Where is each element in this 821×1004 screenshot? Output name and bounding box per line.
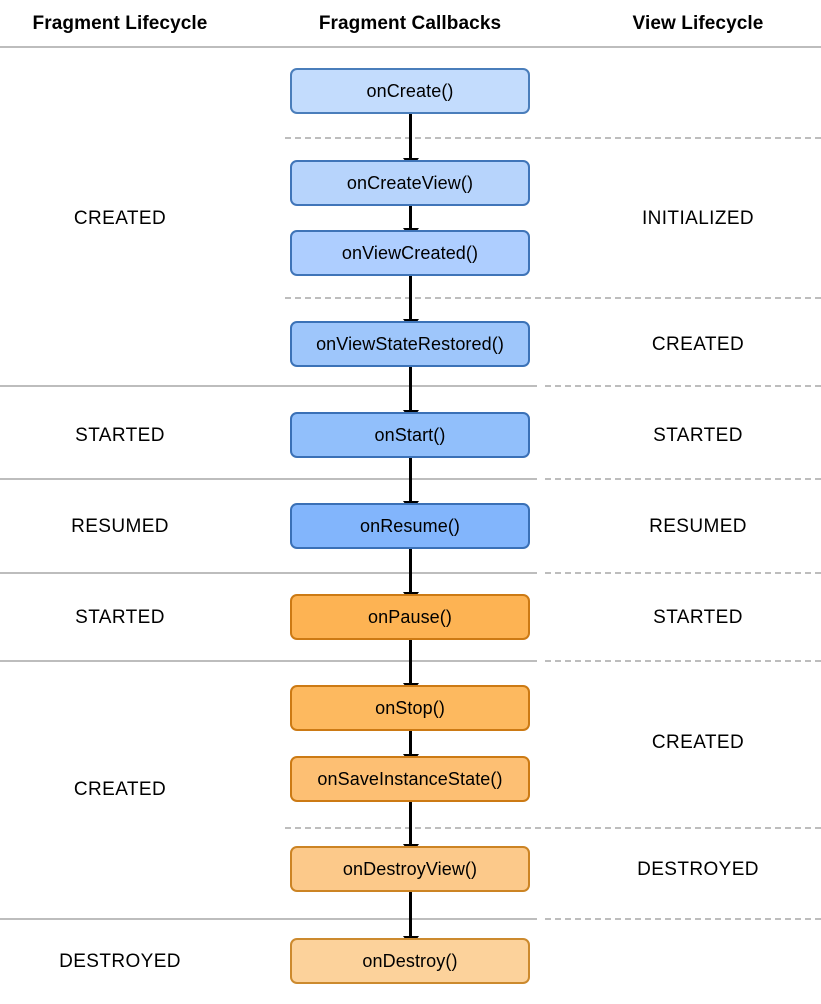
divider-dashed xyxy=(545,572,821,574)
flow-arrow-shaft xyxy=(409,367,412,410)
flow-arrow-shaft xyxy=(409,114,412,158)
callback-box-on-destroy-view[interactable]: onDestroyView() xyxy=(290,846,530,892)
callback-label: onViewCreated() xyxy=(341,242,479,263)
callback-label: onStop() xyxy=(375,697,445,718)
callback-box-on-view-state-restored[interactable]: onViewStateRestored() xyxy=(290,321,530,367)
divider-solid xyxy=(0,918,537,920)
callback-label: onResume() xyxy=(359,515,461,536)
divider-dashed xyxy=(285,137,821,139)
column-header-fragment-callbacks: Fragment Callbacks xyxy=(318,13,502,34)
callback-label: onDestroy() xyxy=(362,950,458,971)
flow-arrow-shaft xyxy=(409,892,412,936)
flow-arrow-shaft xyxy=(409,640,412,683)
callback-label: onCreateView() xyxy=(346,172,474,193)
callback-label: onCreate() xyxy=(366,80,454,101)
column-header-view-lifecycle: View Lifecycle xyxy=(632,13,764,34)
callback-box-on-create-view[interactable]: onCreateView() xyxy=(290,160,530,206)
callback-label: onStart() xyxy=(374,424,446,445)
flow-arrow-shaft xyxy=(409,206,412,228)
view-state-started: STARTED xyxy=(653,425,743,446)
divider-dashed xyxy=(545,918,821,920)
callback-label: onDestroyView() xyxy=(342,858,478,879)
flow-arrow-shaft xyxy=(409,549,412,592)
callback-box-on-view-created[interactable]: onViewCreated() xyxy=(290,230,530,276)
callback-box-on-stop[interactable]: onStop() xyxy=(290,685,530,731)
divider-dashed xyxy=(285,297,821,299)
divider-dashed xyxy=(545,478,821,480)
divider-solid xyxy=(0,572,537,574)
flow-arrow-shaft xyxy=(409,731,412,754)
callback-box-on-resume[interactable]: onResume() xyxy=(290,503,530,549)
column-header-fragment-lifecycle: Fragment Lifecycle xyxy=(32,13,208,34)
view-state-started: STARTED xyxy=(653,607,743,628)
divider-solid xyxy=(0,478,537,480)
flow-arrow-shaft xyxy=(409,458,412,501)
callback-box-on-create[interactable]: onCreate() xyxy=(290,68,530,114)
fragment-state-destroyed: DESTROYED xyxy=(59,951,181,972)
flow-arrow-shaft xyxy=(409,802,412,844)
divider-dashed xyxy=(285,827,821,829)
view-state-destroyed: DESTROYED xyxy=(637,859,759,880)
callback-box-on-destroy[interactable]: onDestroy() xyxy=(290,938,530,984)
fragment-state-started: STARTED xyxy=(75,607,165,628)
callback-label: onPause() xyxy=(368,606,452,627)
header-divider xyxy=(0,46,821,48)
callback-box-on-save-instance-state[interactable]: onSaveInstanceState() xyxy=(290,756,530,802)
callback-label: onSaveInstanceState() xyxy=(317,768,503,789)
fragment-state-started: STARTED xyxy=(75,425,165,446)
fragment-state-resumed: RESUMED xyxy=(71,516,169,537)
view-state-resumed: RESUMED xyxy=(649,516,747,537)
divider-dashed xyxy=(545,660,821,662)
view-state-created: CREATED xyxy=(651,732,745,753)
view-state-created: CREATED xyxy=(651,334,745,355)
callback-label: onViewStateRestored() xyxy=(316,333,504,354)
fragment-state-created: CREATED xyxy=(73,779,167,800)
flow-arrow-shaft xyxy=(409,276,412,319)
divider-dashed xyxy=(545,385,821,387)
view-state-initialized: INITIALIZED xyxy=(641,208,755,229)
callback-box-on-pause[interactable]: onPause() xyxy=(290,594,530,640)
callback-box-on-start[interactable]: onStart() xyxy=(290,412,530,458)
fragment-state-created: CREATED xyxy=(73,208,167,229)
divider-solid xyxy=(0,385,537,387)
divider-solid xyxy=(0,660,537,662)
